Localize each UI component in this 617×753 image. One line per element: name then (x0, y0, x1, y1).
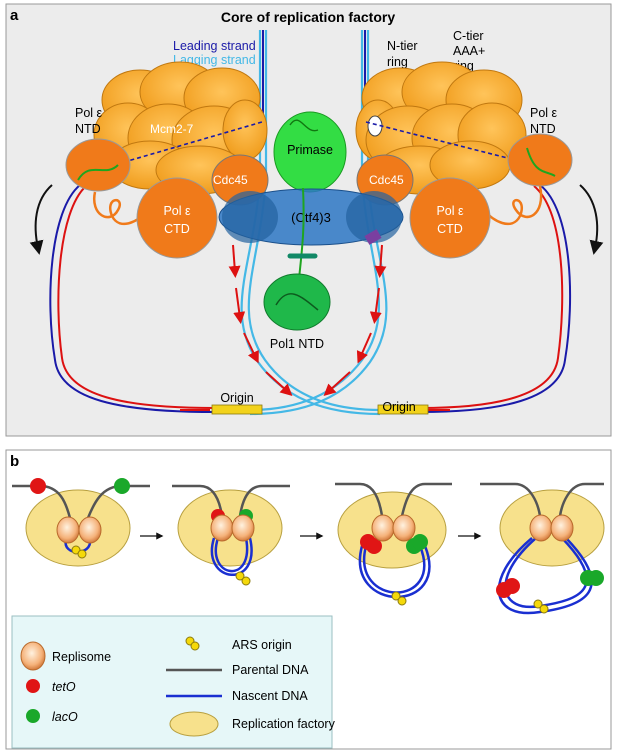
stage-2 (172, 484, 290, 586)
parental-dna-4a (480, 482, 542, 517)
panel-a-letter: a (10, 7, 19, 24)
laco-1 (114, 478, 130, 494)
ars-2b (241, 576, 251, 586)
legend-laco-label: lacO (52, 710, 78, 724)
pol-e-linker-right (485, 185, 543, 226)
legend-parental-label: Parental DNA (232, 663, 309, 677)
ctf4-label: (Ctf4)3 (291, 210, 331, 225)
pol-e-ntd-left (65, 138, 131, 192)
replisome-4a (529, 514, 553, 542)
panel-a-figure: a Core of replication factory Leading st… (5, 3, 612, 437)
pol1-ntd (263, 273, 331, 331)
pol-e-linker-left (92, 191, 147, 226)
right-movement-arrow (579, 184, 604, 255)
mcm-right (355, 61, 527, 195)
pol-e-ctd-left-label-2: CTD (164, 222, 190, 236)
mcm-left (93, 61, 268, 195)
mcm-label: Mcm2-7 (150, 122, 194, 136)
n-tier-label-1: N-tier (387, 39, 418, 53)
pol-e-ctd-right-label-1: Pol ε (436, 204, 464, 218)
cdc45-left-label: Cdc45 (213, 173, 248, 187)
legend: Replisome tetO lacO ARS origin Parental … (11, 615, 336, 749)
replisome-1b (78, 516, 102, 544)
nascent-dna-2a (214, 537, 249, 573)
legend-nascent-label: Nascent DNA (232, 689, 308, 703)
pol-e-ntd-right-label-2: NTD (530, 122, 556, 136)
left-movement-arrow (29, 184, 53, 255)
legend-factory-label: Replication factory (232, 717, 336, 731)
origin-left-label: Origin (220, 391, 253, 405)
teto-3b (366, 538, 382, 554)
right-dashed-track (365, 121, 536, 166)
legend-teto-icon (26, 679, 40, 693)
legend-teto-label: tetO (52, 680, 76, 694)
replisome-1a (56, 516, 80, 544)
pol-e-ctd-right (409, 177, 491, 259)
ars-3b (397, 596, 407, 606)
pol-e-ntd-left-label-1: Pol ε (75, 106, 103, 120)
left-leading-nascent (57, 185, 260, 409)
legend-replisome-icon (20, 641, 46, 671)
leading-strand-label: Leading strand (173, 39, 256, 53)
nascent-dna-2b (210, 537, 253, 576)
replisome-2a (210, 514, 234, 542)
pol-e-ctd-left-label-1: Pol ε (163, 204, 191, 218)
pol-e-ntd-right (507, 133, 573, 187)
replisome-3a (371, 514, 395, 542)
c-tier-label-1: C-tier (453, 29, 484, 43)
ars-3a (391, 591, 401, 601)
legend-ars-label: ARS origin (232, 638, 292, 652)
legend-laco-icon (26, 709, 40, 723)
replisome-4b (550, 514, 574, 542)
teto-1 (30, 478, 46, 494)
replisome-2b (231, 514, 255, 542)
left-leading-loop (49, 184, 260, 413)
laco-4b (588, 570, 604, 586)
parental-dna-3b (400, 482, 452, 517)
primase-dna (289, 119, 319, 132)
legend-factory-icon (169, 711, 219, 737)
pol-e-ntd-right-dna (526, 147, 556, 177)
origin-right (377, 404, 429, 415)
c-tier-label-2: AAA+ (453, 44, 485, 58)
teto-4b (504, 578, 520, 594)
legend-replisome-label: Replisome (52, 650, 111, 664)
pol1-ntd-label: Pol1 NTD (270, 337, 324, 351)
ctf4-tag (364, 229, 382, 245)
legend-ars-icon-b (190, 641, 200, 651)
ctf4-subunit-left (222, 191, 278, 243)
panel-b-letter: b (10, 453, 19, 470)
panel-a: a Core of replication factory Leading st… (5, 3, 612, 437)
ars-1b (77, 549, 87, 559)
pol-e-ntd-left-dna (77, 164, 119, 181)
stage-1 (12, 478, 150, 567)
ars-4a (533, 599, 543, 609)
ars-2a (235, 571, 245, 581)
panel-a-title: Core of replication factory (221, 9, 395, 25)
laco-3b (412, 534, 428, 550)
replisome-3b (392, 514, 416, 542)
ctf4-subunit-right (346, 191, 402, 243)
cdc45-right-label: Cdc45 (369, 173, 404, 187)
ars-4b (539, 604, 549, 614)
parental-dna-4b (558, 482, 604, 517)
pol-e-ntd-left-label-2: NTD (75, 122, 101, 136)
right-leading-nascent (378, 185, 564, 409)
right-leading-loop (378, 184, 572, 413)
stage-4 (480, 482, 605, 615)
n-tier-label-2: ring (387, 55, 408, 69)
parental-dna-3a (335, 482, 384, 517)
pol-e-ctd-right-label-2: CTD (437, 222, 463, 236)
origin-right-label: Origin (382, 400, 415, 414)
pol1-dna (275, 293, 319, 311)
origin-left (211, 404, 263, 415)
stage-3 (335, 482, 452, 606)
panel-b: b (0, 448, 617, 753)
pol-e-ntd-right-label-1: Pol ε (530, 106, 558, 120)
panel-b-figure: b (5, 449, 612, 750)
pol-e-ctd-left (136, 177, 218, 259)
primase-label: Primase (287, 143, 333, 157)
